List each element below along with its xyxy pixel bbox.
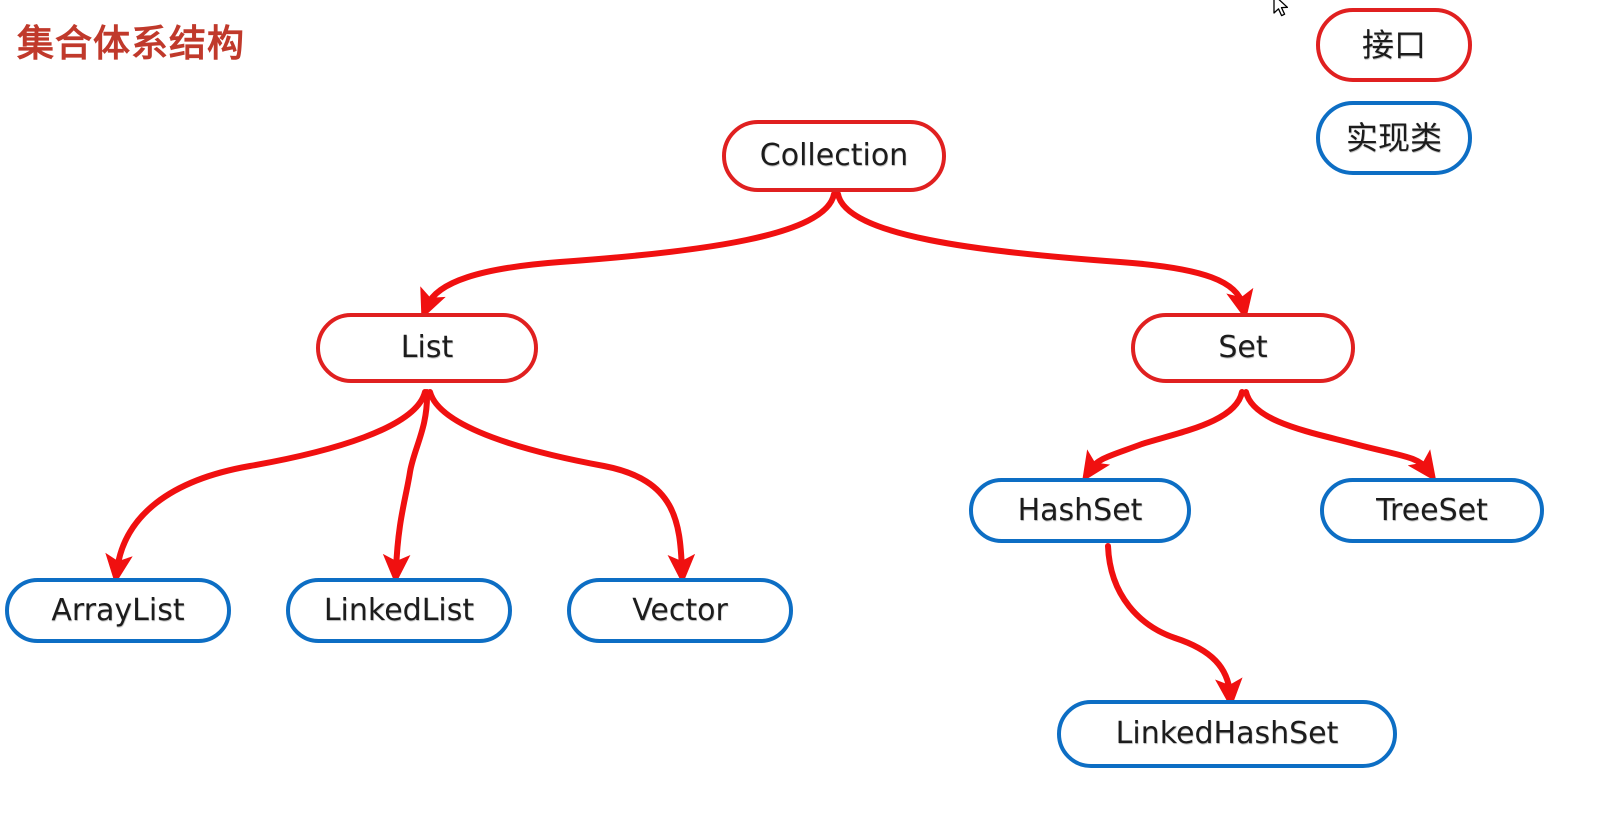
node-treeset[interactable]: TreeSet [1320, 478, 1544, 543]
node-linkedlist[interactable]: LinkedList [286, 578, 512, 643]
edge-set-hashset [1082, 389, 1245, 482]
legend-label: 实现类 [1345, 119, 1442, 157]
node-list[interactable]: List [316, 313, 538, 383]
edge-set-treeset [1243, 389, 1437, 482]
edge-list-arraylist [105, 389, 428, 585]
legend-interface[interactable]: 接口 [1316, 8, 1472, 82]
edge-collection-list [420, 191, 837, 320]
node-arraylist[interactable]: ArrayList [5, 578, 231, 643]
node-label: ArrayList [51, 592, 185, 628]
legend-implementation[interactable]: 实现类 [1316, 101, 1472, 175]
edge-list-linkedlist [382, 389, 431, 585]
legend-label: 接口 [1361, 26, 1426, 64]
edge-collection-set [835, 191, 1254, 321]
node-label: HashSet [1017, 492, 1143, 528]
node-vector[interactable]: Vector [567, 578, 793, 643]
node-label: LinkedHashSet [1115, 716, 1339, 751]
node-collection[interactable]: Collection [722, 120, 946, 192]
node-label: LinkedList [323, 592, 475, 628]
page-title: 集合体系结构 [17, 22, 245, 65]
edge-list-vector [427, 389, 696, 585]
node-set[interactable]: Set [1131, 313, 1355, 383]
node-label: Collection [759, 138, 909, 173]
node-label: TreeSet [1376, 492, 1488, 528]
mouse-cursor-icon [1273, 0, 1289, 17]
node-hashset[interactable]: HashSet [969, 478, 1191, 543]
node-label: Vector [632, 592, 728, 628]
node-linkedhashset[interactable]: LinkedHashSet [1057, 700, 1397, 768]
edge-hashset-linkedhashset [1105, 543, 1243, 709]
node-label: Set [1218, 330, 1268, 365]
node-label: List [400, 330, 454, 365]
